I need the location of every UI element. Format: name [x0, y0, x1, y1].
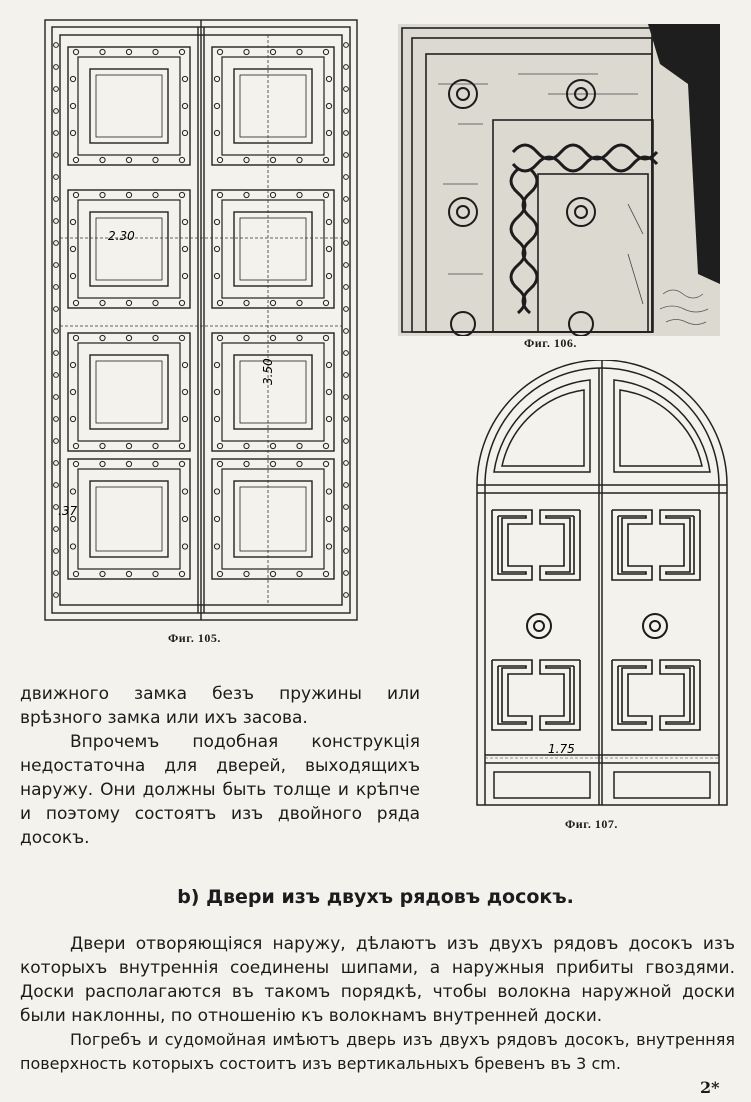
- paragraph-4: Погребъ и судомойная имѣютъ дверь изъ дв…: [20, 1028, 735, 1076]
- paragraph-4-text: Погребъ и судомойная имѣютъ дверь изъ дв…: [20, 1030, 735, 1073]
- fig105-caption: Фиг. 105.: [168, 631, 221, 645]
- fig106-caption: Фиг. 106.: [524, 336, 577, 350]
- paragraph-2: Впрочемъ подобная конструкція недостаточ…: [20, 730, 420, 850]
- fig105-dim-small: .37: [58, 504, 77, 518]
- fig105-dim-width: 2.30: [108, 229, 135, 243]
- paragraph-2-text: Впрочемъ подобная конструкція недостаточ…: [20, 732, 420, 848]
- paragraph-3-text: Двери отворяющіяся наружу, дѣлаютъ изъ д…: [20, 934, 735, 1026]
- figure-105: 2.30 3.50 .37: [40, 15, 365, 630]
- section-heading: b) Двери изъ двухъ рядовъ досокъ.: [177, 886, 574, 908]
- fig107-dim-width: 1.75: [548, 742, 575, 756]
- paragraph-3: Двери отворяющіяся наружу, дѣлаютъ изъ д…: [20, 932, 735, 1028]
- figure-107: 1.75: [472, 360, 732, 810]
- fig107-door-drawing: 1.75: [476, 360, 728, 806]
- fig106-ornament-drawing: [398, 24, 720, 336]
- fig105-dim-height: 3.50: [261, 358, 275, 385]
- paragraph-1: движного замка безъ пружины или врѣзного…: [20, 684, 420, 728]
- fig105-door-drawing: 2.30 3.50 .37: [44, 19, 358, 621]
- fig107-caption: Фиг. 107.: [565, 817, 618, 831]
- page-number: 2*: [700, 1078, 720, 1097]
- figure-106: [398, 24, 720, 336]
